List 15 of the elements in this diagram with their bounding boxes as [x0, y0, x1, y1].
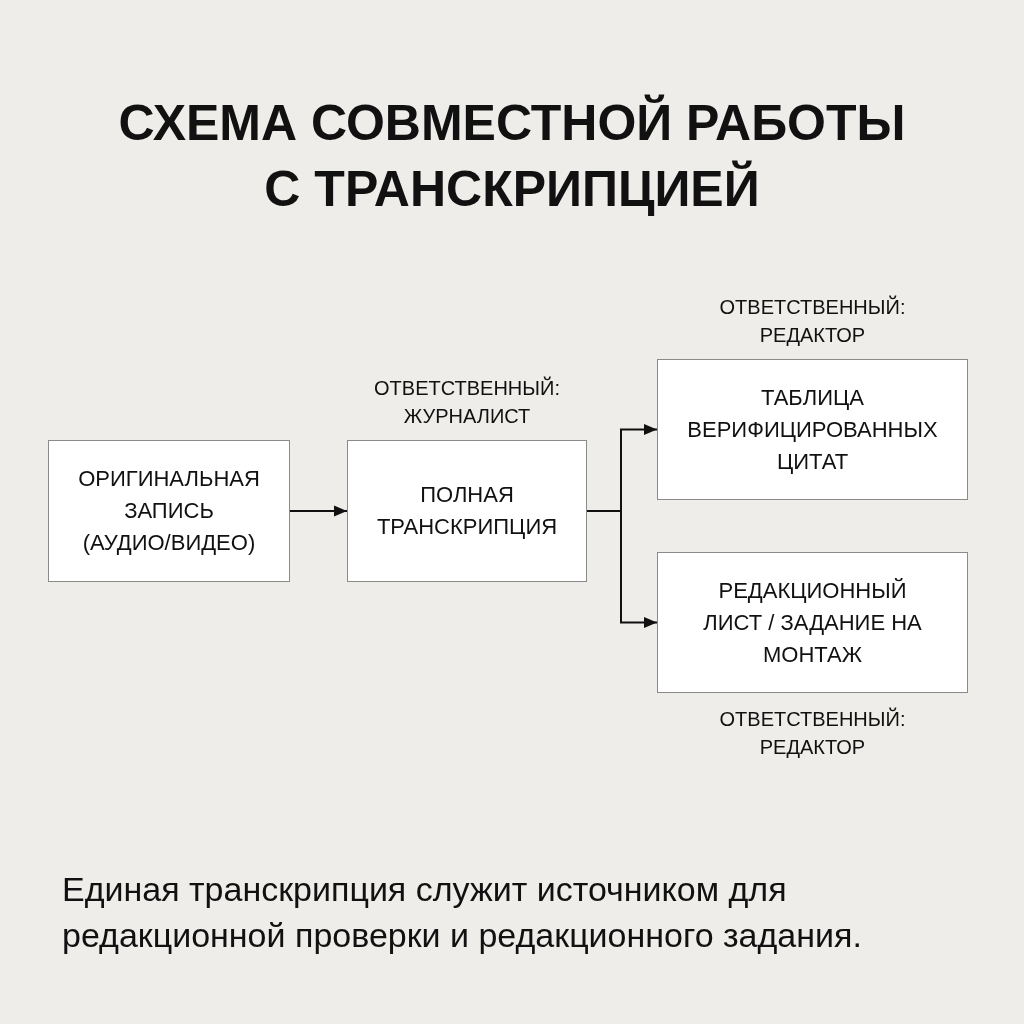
box-label: ТАБЛИЦА ВЕРИФИЦИРОВАННЫХ ЦИТАТ — [686, 383, 939, 476]
arrow — [289, 505, 348, 517]
box-label: ПОЛНАЯ ТРАНСКРИПЦИЯ — [375, 481, 559, 541]
role-note: ОТВЕТСТВЕННЫЙ: РЕДАКТОР — [718, 294, 907, 348]
process-box — [657, 552, 968, 693]
box-label: ОРИГИНАЛЬНАЯ ЗАПИСЬ (АУДИО/ВИДЕО) — [78, 465, 260, 557]
caption-text: Единая транскрипция служит источником для редакционной проверки и редакционного задания. — [62, 869, 862, 956]
box-label: РЕДАКЦИОННЫЙ ЛИСТ / ЗАДАНИЕ НА МОНТАЖ — [702, 576, 923, 669]
diagram-title: СХЕМА СОВМЕСТНОЙ РАБОТЫ С ТРАНСКРИПЦИЕЙ — [117, 93, 907, 219]
process-box — [48, 440, 290, 582]
arrow — [586, 510, 658, 628]
role-note: ОТВЕТСТВЕННЫЙ: РЕДАКТОР — [718, 706, 907, 760]
role-note: ОТВЕТСТВЕННЫЙ: ЖУРНАЛИСТ — [373, 375, 561, 429]
process-box — [657, 359, 968, 500]
process-box — [347, 440, 587, 582]
